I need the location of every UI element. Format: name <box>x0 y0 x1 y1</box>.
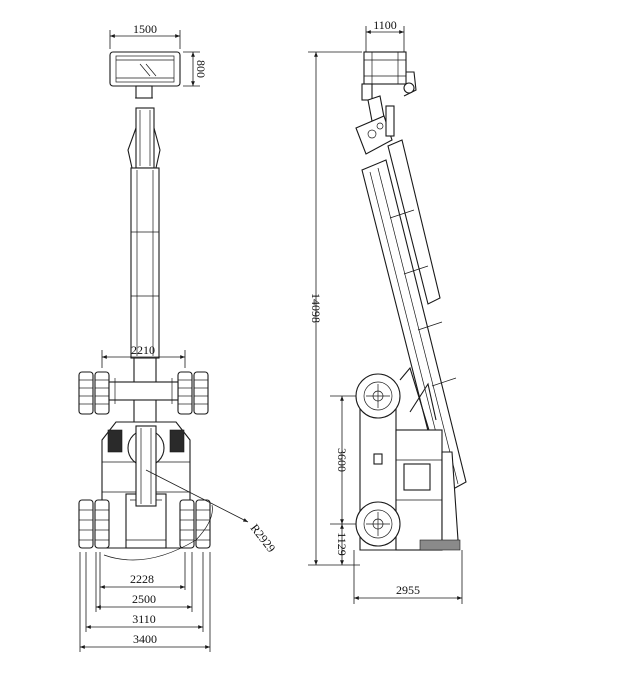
dim-total-height: 14098 <box>309 293 323 323</box>
front-chassis <box>101 421 191 549</box>
front-wheels-lower <box>78 499 211 549</box>
dim-rear-overhang: 1129 <box>335 532 349 556</box>
front-basket <box>109 51 181 99</box>
dim-width-2228: 2228 <box>130 572 154 586</box>
dim-basket-width-side: 1100 <box>373 18 397 32</box>
side-jib <box>355 95 395 155</box>
side-view: 1100 <box>308 18 467 604</box>
front-view: 1500 800 <box>78 22 279 652</box>
dim-wheelbase: 3600 <box>335 448 349 472</box>
side-boom <box>361 139 467 495</box>
front-wheels-upper <box>78 371 209 415</box>
dim-side-length: 2955 <box>396 583 420 597</box>
side-wheel-rear <box>355 501 401 547</box>
dim-turn-radius: R2929 <box>248 521 279 555</box>
dim-basket-width-front: 1500 <box>133 22 157 36</box>
dim-width-3400: 3400 <box>133 632 157 646</box>
dim-basket-depth-front: 800 <box>194 60 208 78</box>
dim-width-3110: 3110 <box>132 612 156 626</box>
side-wheel-front <box>355 373 401 419</box>
front-boom <box>127 107 161 429</box>
dim-axle-width: 2210 <box>131 343 155 357</box>
dim-width-2500: 2500 <box>132 592 156 606</box>
side-basket <box>361 51 417 101</box>
